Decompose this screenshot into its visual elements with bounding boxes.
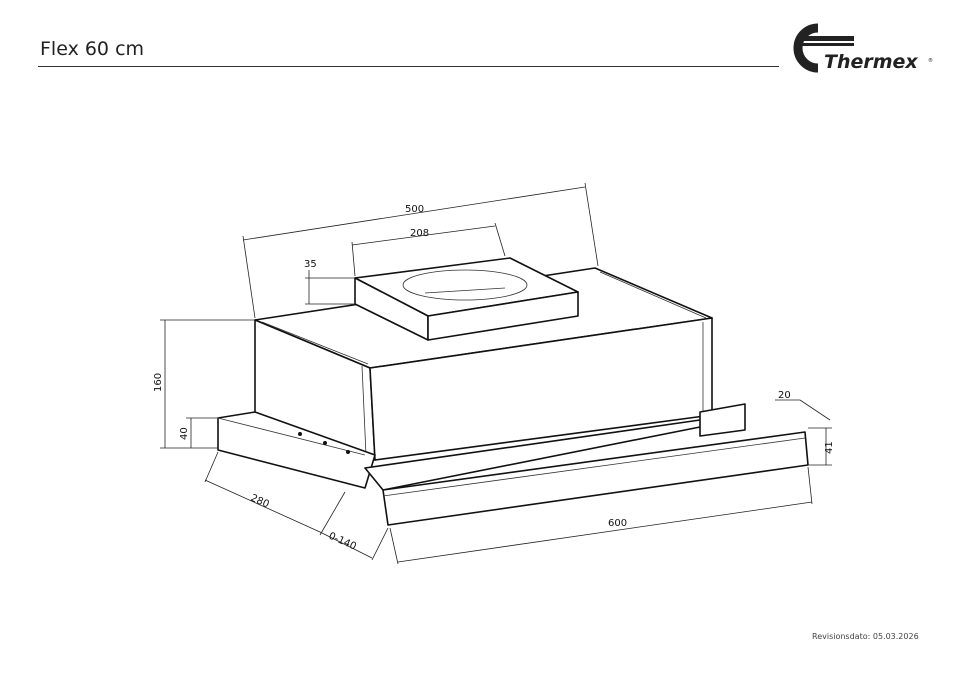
header-divider: [38, 66, 779, 67]
dim-208: 208: [410, 228, 429, 239]
svg-text:®: ®: [928, 57, 933, 64]
svg-text:Thermex: Thermex: [824, 51, 918, 73]
dim-600: 600: [608, 518, 627, 529]
dim-280: 280: [249, 493, 271, 511]
dim-35: 35: [304, 259, 317, 270]
dim-20: 20: [778, 390, 791, 401]
dimension-lines: [160, 182, 832, 565]
dim-41: 41: [824, 441, 835, 454]
dim-500: 500: [405, 204, 424, 215]
page-title: Flex 60 cm: [40, 38, 145, 60]
dim-160: 160: [153, 373, 164, 392]
dim-40: 40: [179, 427, 190, 440]
dim-0-140: 0-140: [327, 531, 358, 553]
thermex-logo: Thermex ®: [793, 23, 933, 73]
exhaust-collar: [354, 257, 579, 341]
visor-drawer: [217, 403, 809, 526]
revision-date: Revisionsdato: 05.03.2026: [812, 632, 919, 641]
